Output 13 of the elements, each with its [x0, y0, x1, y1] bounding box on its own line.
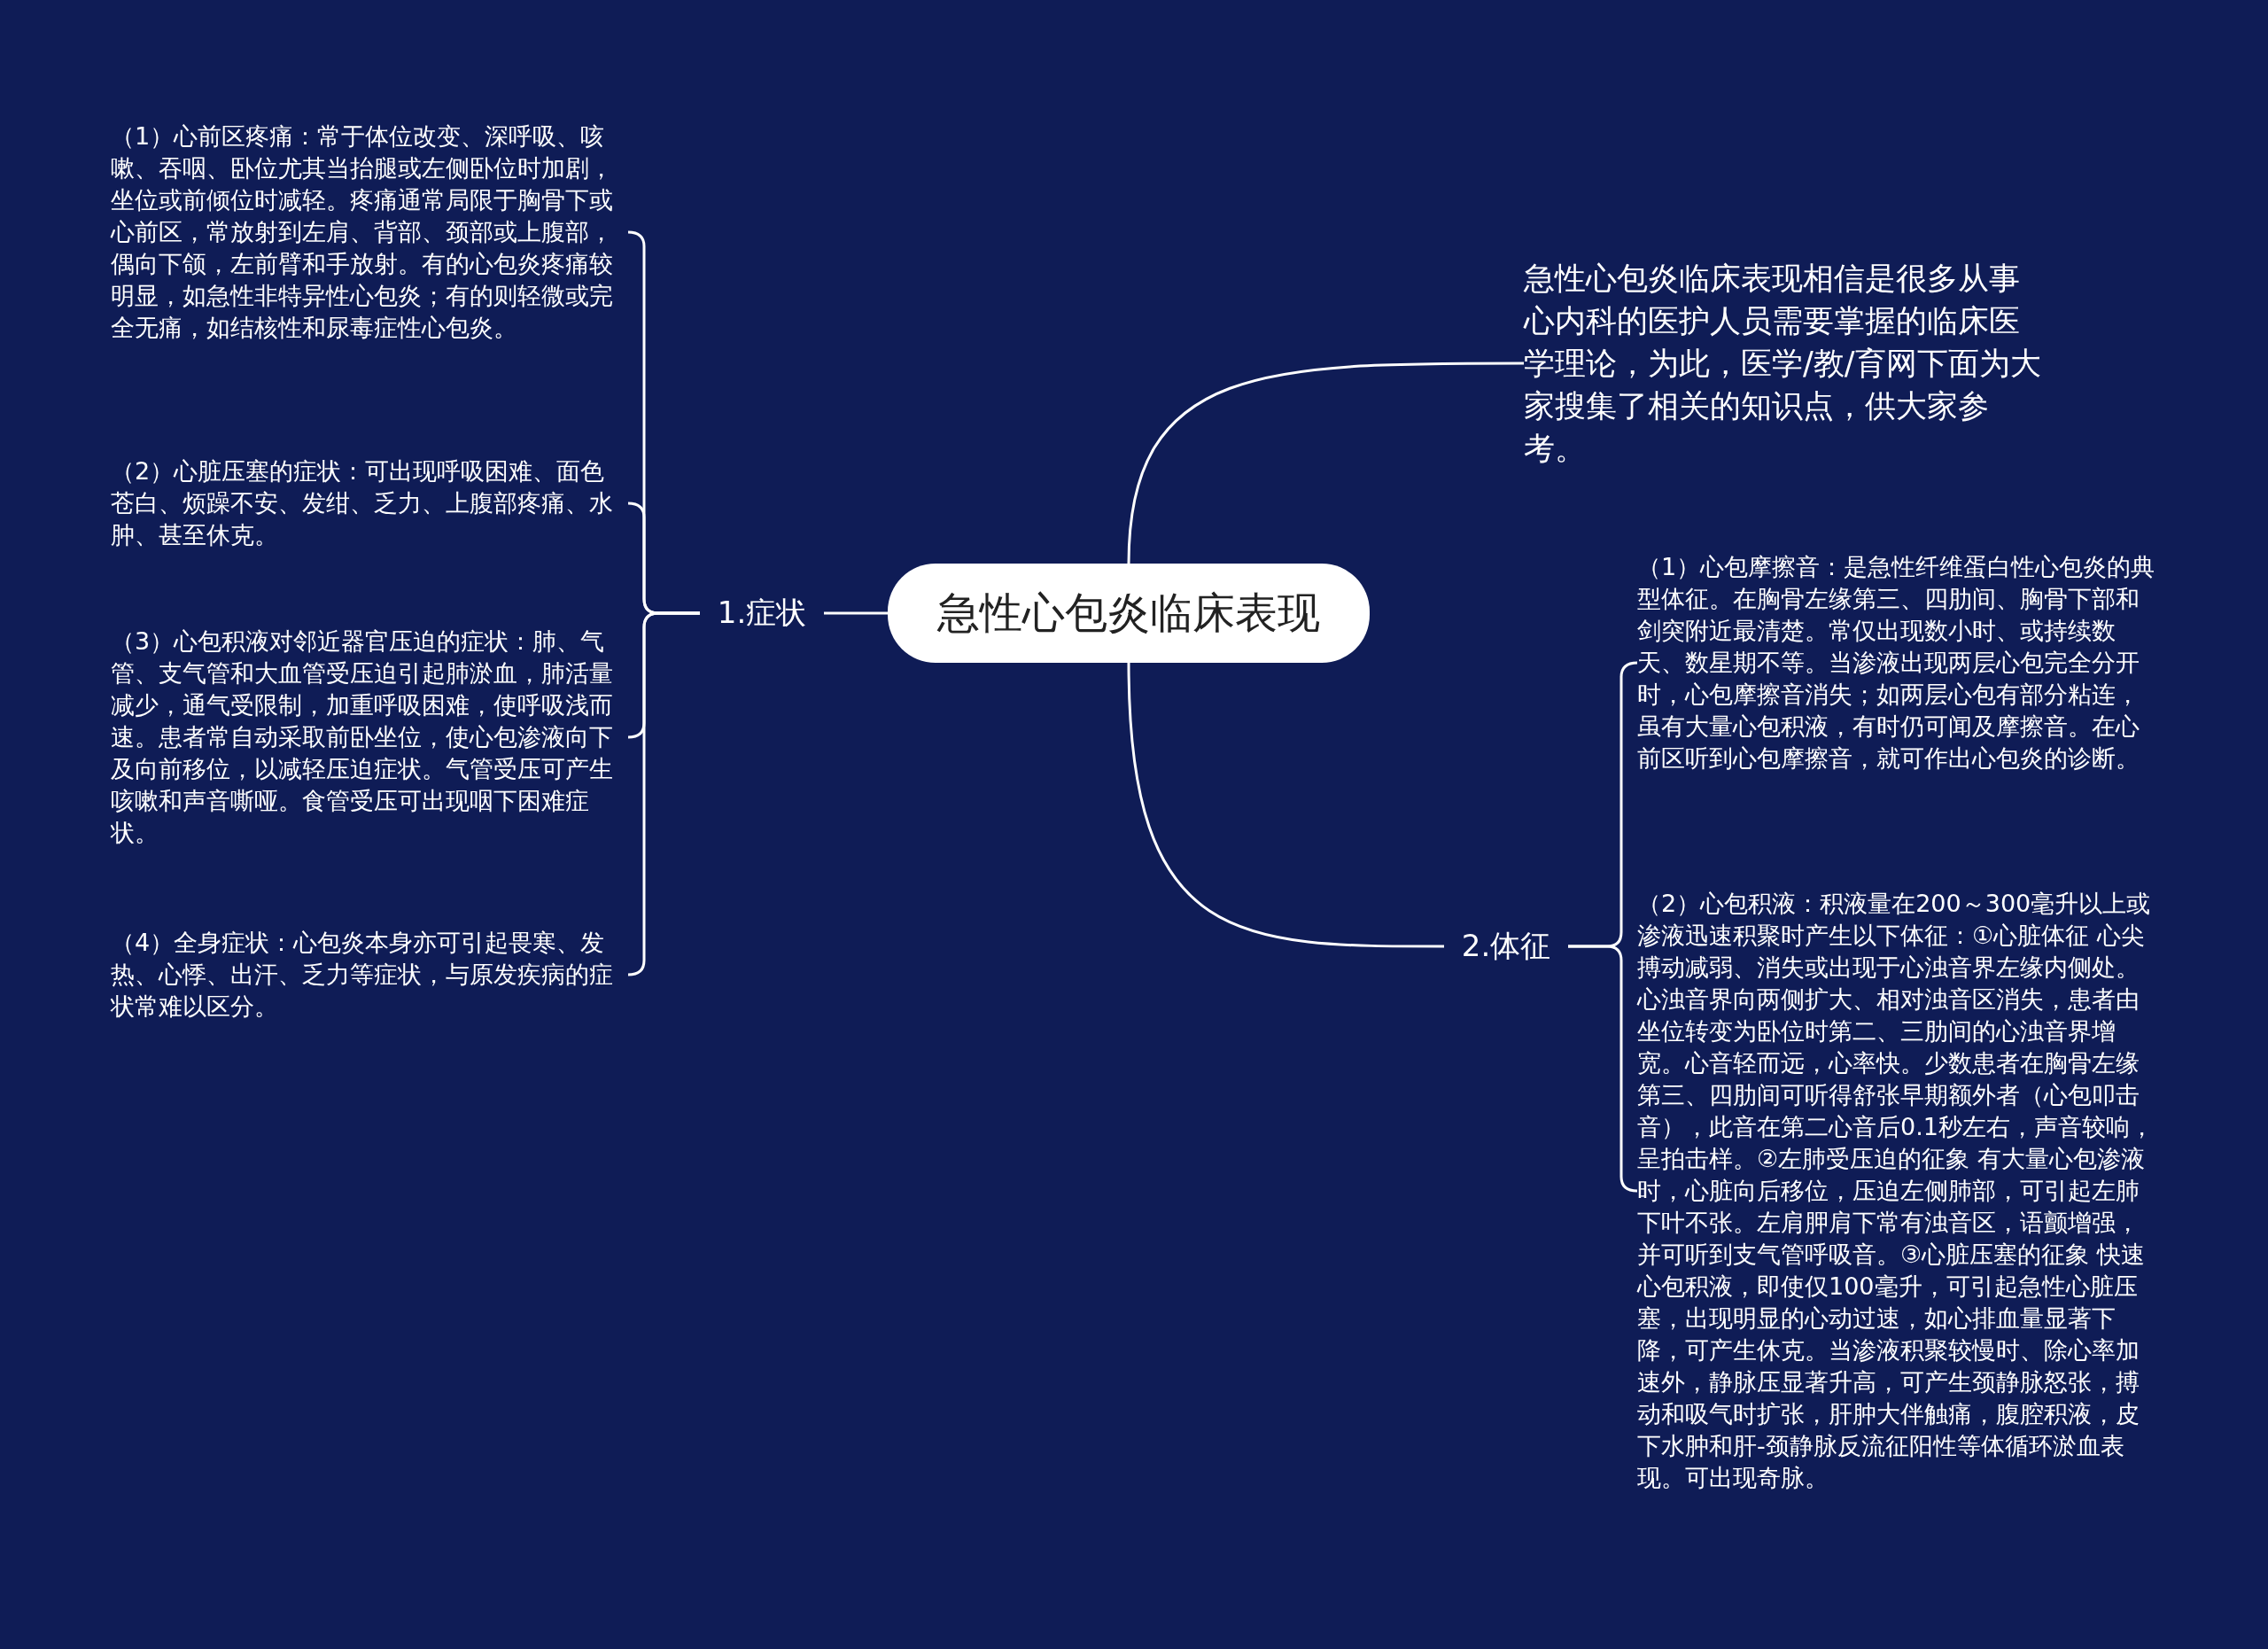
- detail-text: （2）心脏压塞的症状：可出现呼吸困难、面色苍白、烦躁不安、发绀、乏力、上腹部疼痛、水肿、甚至休克。: [111, 456, 614, 550]
- branch-label: 1.症状: [717, 594, 807, 632]
- detail-text: （3）心包积液对邻近器官压迫的症状：肺、气管、支气管和大血管受压迫引起肺淤血，肺活量减少，通气受限制，加重呼吸困难，使呼吸浅而速。患者常自动采取前卧坐位，使心包渗液向下及向前移位，以减轻压迫症状。气管受压可产生咳嗽和声音嘶哑。食管受压可出现咽下困难症状。: [111, 626, 614, 848]
- detail-text: （1）心前区疼痛：常于体位改变、深呼吸、咳嗽、吞咽、卧位尤其当抬腿或左侧卧位时加剧，坐位或前倾位时减轻。疼痛通常局限于胸骨下或心前区，常放射到左肩、背部、颈部或上腹部，偶向下颌，左前臂和手放射。有的心包炎疼痛较明显，如急性非特异性心包炎；有的则轻微或完全无痛，如结核性和尿毒症性心包炎。: [111, 121, 614, 343]
- detail-text: （2）心包积液：积液量在200～300毫升以上或渗液迅速积聚时产生以下体征：①心脏体征 心尖搏动减弱、消失或出现于心浊音界左缘内侧处。心浊音界向两侧扩大、相对浊音区消失，患者由坐位转变为卧位时第二、三肋间的心浊音界增宽。心音轻而远，心率快。少数患者在胸骨左缘第三、四肋间可听得舒张早期额外者（心包叩击音），此音在第二心音后0.1秒左右，声音较响，呈拍击样。②左肺受压迫的征象 有大量心包渗液时，心脏向后移位，压迫左侧肺部，可引起左肺下叶不张。左肩胛肩下常有浊音区，语颤增强，并可听到支气管呼吸音。③心脏压塞的征象 快速心包积液，即使仅100毫升，可引起急性心脏压塞，出现明显的心动过速，如心排血量显著下降，可产生休克。当渗液积聚较慢时、除心率加速外，静脉压显著升高，可产生颈静脉怒张，搏动和吸气时扩张，肝肿大伴触痛，腹腔积液，皮下水肿和肝-颈静脉反流征阳性等体循环淤血表现。可出现奇脉。: [1637, 889, 2155, 1493]
- detail-text: （1）心包摩擦音：是急性纤维蛋白性心包炎的典型体征。在胸骨左缘第三、四肋间、胸骨下部和剑突附近最清楚。常仅出现数小时、或持续数天、数星期不等。当渗液出现两层心包完全分开时，心包摩擦音消失；如两层心包有部分粘连，虽有大量心包积液，有时仍可闻及摩擦音。在心前区听到心包摩擦音，就可作出心包炎的诊断。: [1637, 552, 2156, 774]
- branch-label: 2.体征: [1461, 927, 1551, 965]
- connector-line: [1127, 362, 1524, 564]
- detail-text: （4）全身症状：心包炎本身亦可引起畏寒、发热、心悸、出汗、乏力等症状，与原发疾病的症状常难以区分。: [111, 928, 614, 1022]
- intro-text: 急性心包炎临床表现相信是很多从事心内科的医护人员需要掌握的临床医学理论，为此，医学/教/育网下面为大家搜集了相关的知识点，供大家参考。: [1524, 260, 2042, 468]
- connector-line: [824, 611, 888, 615]
- root-topic-pill: 急性心包炎临床表现: [888, 564, 1370, 663]
- connector-line: [1127, 662, 1444, 948]
